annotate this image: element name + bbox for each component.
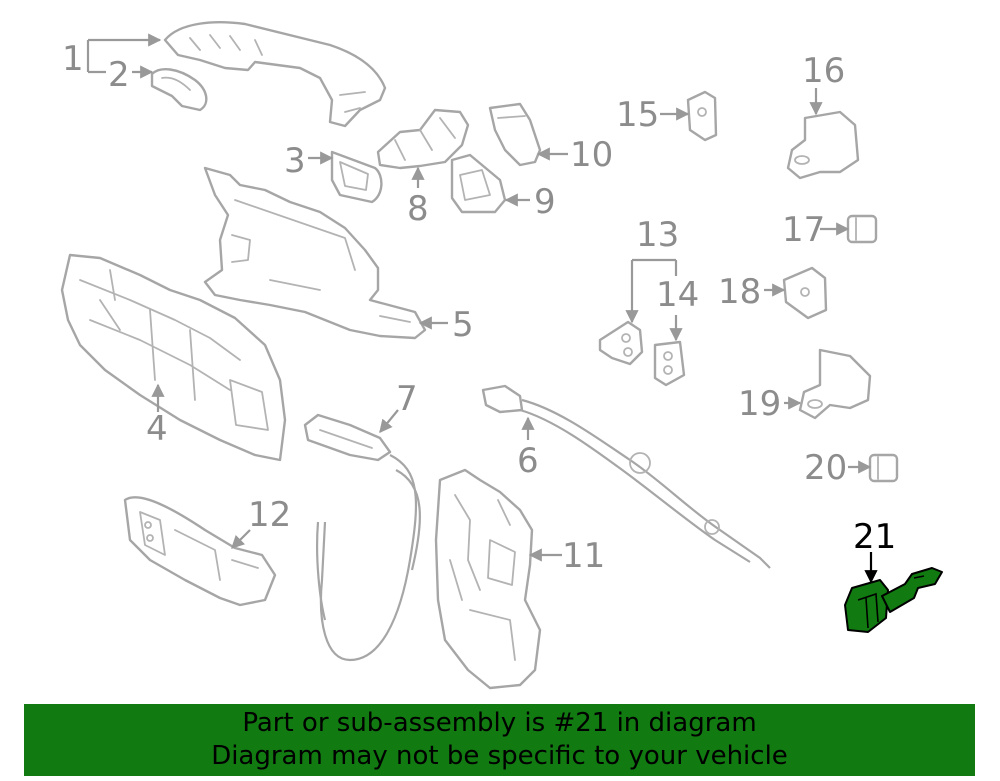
callout-2: 2 <box>108 55 130 95</box>
callout-13: 13 <box>636 215 679 255</box>
part-18-check-bracket <box>782 266 828 320</box>
callout-20: 20 <box>804 448 847 488</box>
callout-10: 10 <box>570 135 613 175</box>
part-14-pad <box>653 340 686 387</box>
part-13-bracket <box>598 320 644 366</box>
part-8-lock-cylinder <box>376 108 470 170</box>
part-21-door-check <box>844 567 943 633</box>
part-17-bumper <box>846 214 878 244</box>
parts-diagram: 1 2 3 4 5 6 7 8 9 10 11 12 13 14 15 16 1… <box>60 21 943 690</box>
part-6-cable <box>481 384 771 569</box>
callout-16: 16 <box>802 51 845 91</box>
part-1-outside-handle <box>163 21 387 128</box>
part-19-hinge <box>798 348 872 420</box>
part-5-bracket <box>203 166 427 340</box>
callout-21: 21 <box>853 517 896 557</box>
callout-1: 1 <box>62 39 84 79</box>
callout-19: 19 <box>738 384 781 424</box>
callout-7: 7 <box>396 379 418 419</box>
part-9-bezel <box>450 153 507 214</box>
callout-18: 18 <box>718 272 761 312</box>
part-12-inside-handle <box>123 496 277 607</box>
callout-15: 15 <box>616 95 659 135</box>
part-20-bumper <box>868 453 899 483</box>
callout-6: 6 <box>517 441 539 481</box>
part-2-handle-gasket <box>150 68 208 112</box>
part-3-cylinder-gasket <box>330 150 383 204</box>
callout-12: 12 <box>248 495 291 535</box>
callout-3: 3 <box>284 141 306 181</box>
info-banner: Part or sub-assembly is #21 in diagram D… <box>24 704 975 776</box>
part-16-hinge <box>786 110 860 180</box>
banner-line-2: Diagram may not be specific to your vehi… <box>211 741 788 771</box>
part-15-striker <box>686 90 718 142</box>
banner-line-1: Part or sub-assembly is #21 in diagram <box>242 708 757 738</box>
callout-8: 8 <box>407 189 429 229</box>
callout-5: 5 <box>452 305 474 345</box>
callout-17: 17 <box>782 210 825 250</box>
callout-11: 11 <box>562 536 605 576</box>
callout-14: 14 <box>656 275 699 315</box>
callout-4: 4 <box>146 409 168 449</box>
part-10-cap <box>488 102 542 167</box>
part-7-cable <box>303 413 421 662</box>
leader-lines <box>86 33 878 584</box>
callout-9: 9 <box>534 182 556 222</box>
part-11-latch <box>434 468 542 690</box>
part-4-module-carrier <box>60 253 287 462</box>
